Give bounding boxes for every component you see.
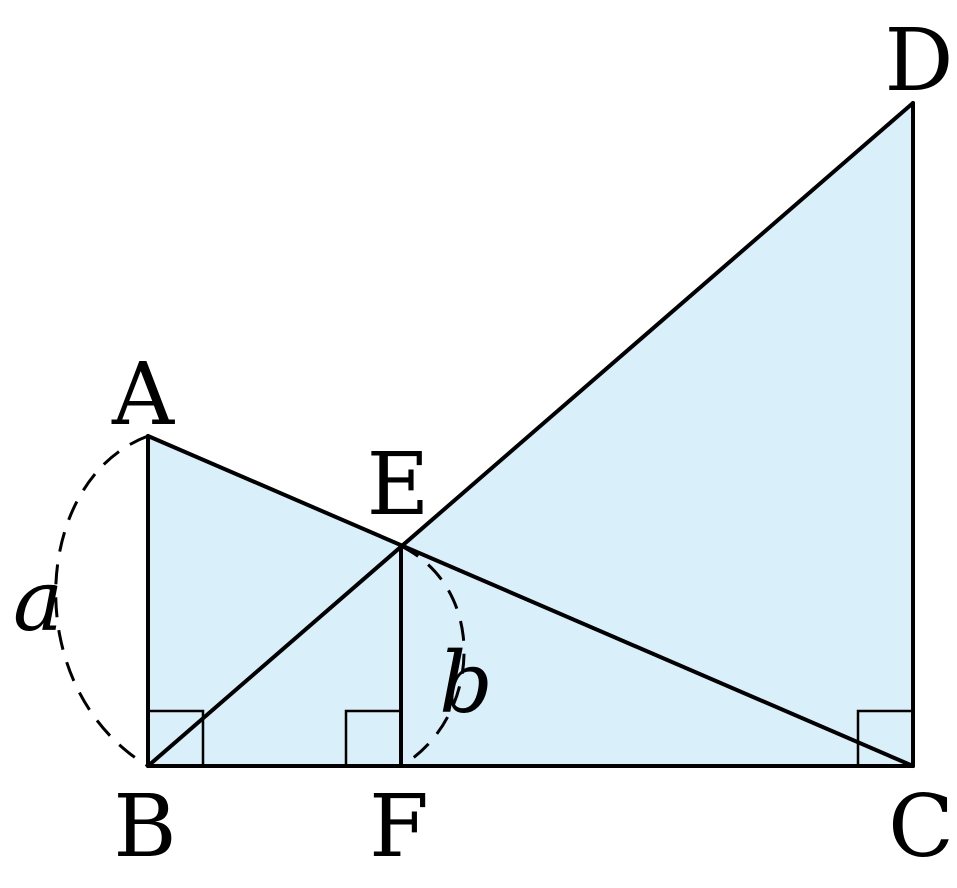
right-angle-marker-c	[856, 709, 913, 766]
point-label-f: F	[369, 777, 429, 877]
length-arc-a	[54, 434, 149, 768]
right-angle-marker-f	[344, 709, 401, 766]
segment-bd	[146, 101, 915, 768]
right-angle-marker-b	[148, 709, 205, 766]
point-label-a: A	[111, 345, 175, 445]
point-label-d: D	[885, 11, 954, 111]
point-label-c: C	[888, 777, 954, 877]
segment-ac	[146, 434, 915, 768]
length-arc-b	[400, 544, 466, 768]
point-label-b: B	[113, 777, 176, 877]
length-label-a: a	[13, 552, 63, 650]
point-label-e: E	[367, 435, 430, 535]
length-label-b: b	[439, 634, 493, 732]
